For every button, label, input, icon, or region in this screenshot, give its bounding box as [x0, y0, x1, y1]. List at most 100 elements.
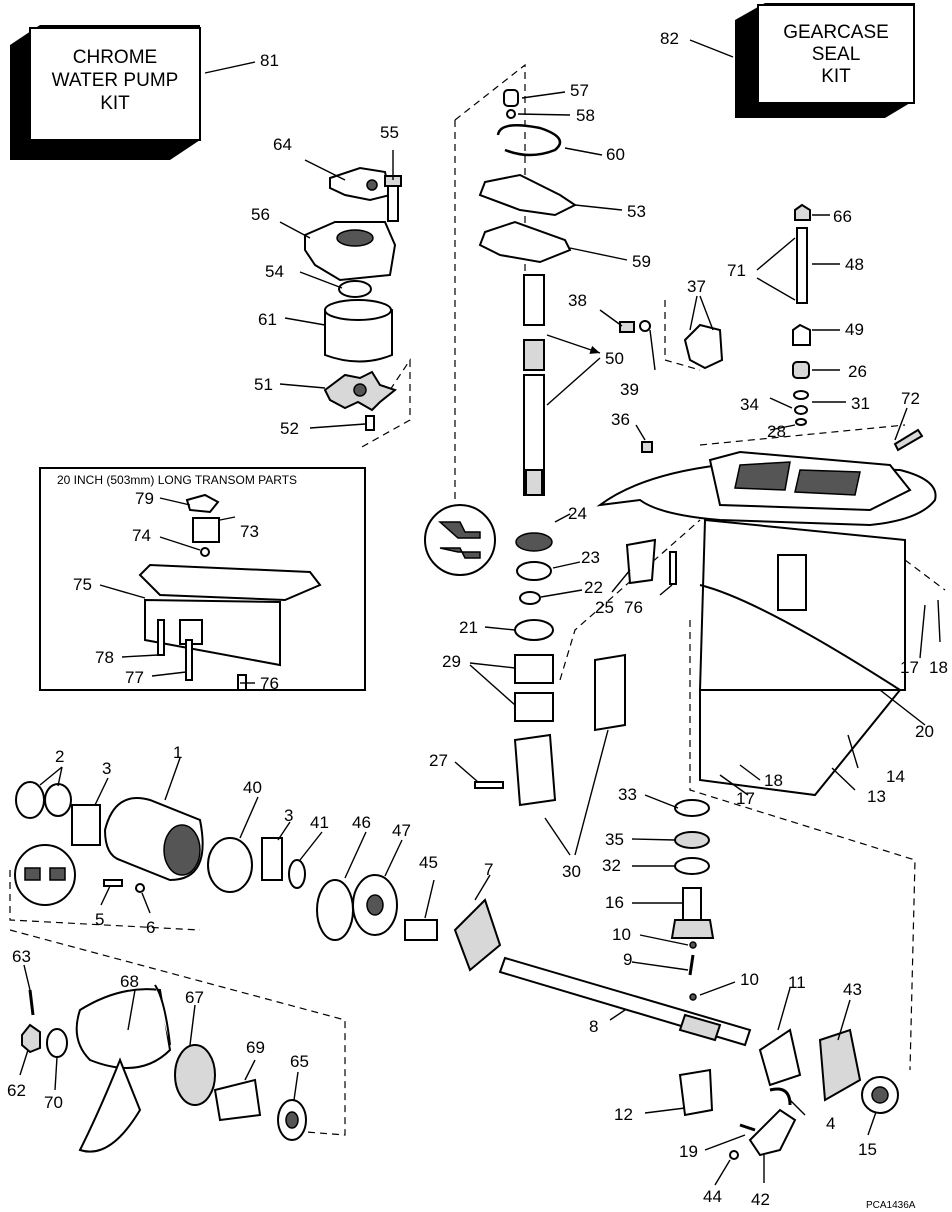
- kit-callouts: 81 82: [260, 29, 679, 70]
- callout-number: 66: [833, 207, 852, 226]
- callout-number: 47: [392, 821, 411, 840]
- callout-number: 74: [132, 526, 151, 545]
- callout-number: 24: [568, 504, 587, 523]
- callout-number: 39: [620, 380, 639, 399]
- callout-number: 25: [595, 598, 614, 617]
- gearcase-seal-kit-box: GEARCASE SEAL KIT: [735, 3, 915, 118]
- callout-number: 2: [55, 747, 64, 766]
- callout-number: 14: [886, 767, 905, 786]
- callout-number: 10: [740, 970, 759, 989]
- callout-number: 46: [352, 813, 371, 832]
- kit-callout-number: 81: [260, 51, 279, 70]
- callout-number: 21: [459, 618, 478, 637]
- callout-number: 1: [173, 743, 182, 762]
- callout-number: 58: [576, 106, 595, 125]
- callout-number: 51: [254, 375, 273, 394]
- callout-number: 60: [606, 145, 625, 164]
- callout-number: 72: [901, 389, 920, 408]
- gearcase-housing: [596, 450, 937, 797]
- callout-number: 37: [687, 277, 706, 296]
- callout-number: 10: [612, 925, 631, 944]
- chrome-water-pump-kit-box: CHROME WATER PUMP KIT: [10, 25, 201, 160]
- water-pump-parts: [304, 166, 402, 431]
- figure-code: PCA1436A: [866, 1200, 916, 1211]
- kit-label-line: WATER PUMP: [52, 70, 179, 91]
- seal-detail-circle: [424, 504, 496, 576]
- callout-number: 54: [265, 262, 284, 281]
- callout-number: 15: [858, 1140, 877, 1159]
- callout-number: 31: [851, 394, 870, 413]
- kit-label-line: KIT: [821, 66, 851, 87]
- callout-number: 53: [627, 202, 646, 221]
- callout-number: 26: [848, 362, 867, 381]
- callout-number: 49: [845, 320, 864, 339]
- kit-label-line: KIT: [100, 93, 130, 114]
- bearing-stack: [424, 504, 677, 807]
- callout-number: 27: [429, 751, 448, 770]
- callout-number: 55: [380, 123, 399, 142]
- callout-number: 56: [251, 205, 270, 224]
- callout-number: 34: [740, 395, 759, 414]
- callout-number: 8: [589, 1017, 598, 1036]
- callout-number: 23: [581, 548, 600, 567]
- callout-number: 62: [7, 1081, 26, 1100]
- callout-number: 43: [843, 980, 862, 999]
- callout-number: 38: [568, 291, 587, 310]
- callout-number: 4: [826, 1114, 835, 1133]
- callout-number: 78: [95, 648, 114, 667]
- callout-number: 18: [929, 658, 948, 677]
- propshaft-assembly: [453, 898, 899, 1160]
- callout-number: 9: [623, 950, 632, 969]
- callout-number: 29: [442, 652, 461, 671]
- callout-number: 77: [125, 668, 144, 687]
- callout-number: 73: [240, 522, 259, 541]
- callout-number: 40: [243, 778, 262, 797]
- callout-number: 11: [788, 973, 806, 992]
- callout-number: 41: [310, 813, 329, 832]
- callout-number: 3: [102, 759, 111, 778]
- pinion-stack: [670, 799, 715, 1001]
- callout-number: 59: [632, 252, 651, 271]
- driveshaft-parts: [478, 89, 577, 496]
- callout-number: 12: [614, 1105, 633, 1124]
- callout-number: 52: [280, 419, 299, 438]
- long-transom-inset: 20 INCH (503mm) LONG TRANSOM PARTS: [39, 467, 366, 691]
- callout-number: 70: [44, 1093, 63, 1112]
- callout-number: 57: [570, 81, 589, 100]
- inset-title: 20 INCH (503mm) LONG TRANSOM PARTS: [57, 473, 297, 487]
- callout-number: 17: [900, 658, 919, 677]
- callout-number: 35: [605, 830, 624, 849]
- callout-number: 17: [736, 789, 755, 808]
- bearing-housing: [14, 781, 438, 941]
- kit-label-line: CHROME: [73, 47, 157, 68]
- callout-number: 28: [767, 422, 786, 441]
- callout-number: 76: [260, 674, 279, 693]
- shift-rod-parts: [619, 203, 924, 453]
- callout-number: 18: [764, 771, 783, 790]
- callout-number: 68: [120, 972, 139, 991]
- callout-number: 76: [624, 598, 643, 617]
- callout-number: 6: [146, 918, 155, 937]
- callout-number: 45: [419, 853, 438, 872]
- leader-lines: [19, 39, 941, 1186]
- callout-number: 36: [611, 410, 630, 429]
- kit-label-line: GEARCASE: [783, 22, 889, 43]
- callout-number: 79: [135, 489, 154, 508]
- callout-number: 65: [290, 1052, 309, 1071]
- callout-number: 30: [562, 862, 581, 881]
- callout-number: 48: [845, 255, 864, 274]
- callout-number: 13: [867, 787, 886, 806]
- callout-number: 71: [727, 261, 746, 280]
- propeller-assembly: [21, 984, 307, 1153]
- callout-number: 75: [73, 575, 92, 594]
- callout-number: 20: [915, 722, 934, 741]
- callout-number: 22: [584, 578, 603, 597]
- callout-number: 19: [679, 1142, 698, 1161]
- callout-number: 63: [12, 947, 31, 966]
- callout-number: 42: [751, 1190, 770, 1209]
- callout-number: 33: [618, 785, 637, 804]
- callout-number: 5: [95, 910, 104, 929]
- kit-callout-number: 82: [660, 29, 679, 48]
- callout-number: 61: [258, 310, 277, 329]
